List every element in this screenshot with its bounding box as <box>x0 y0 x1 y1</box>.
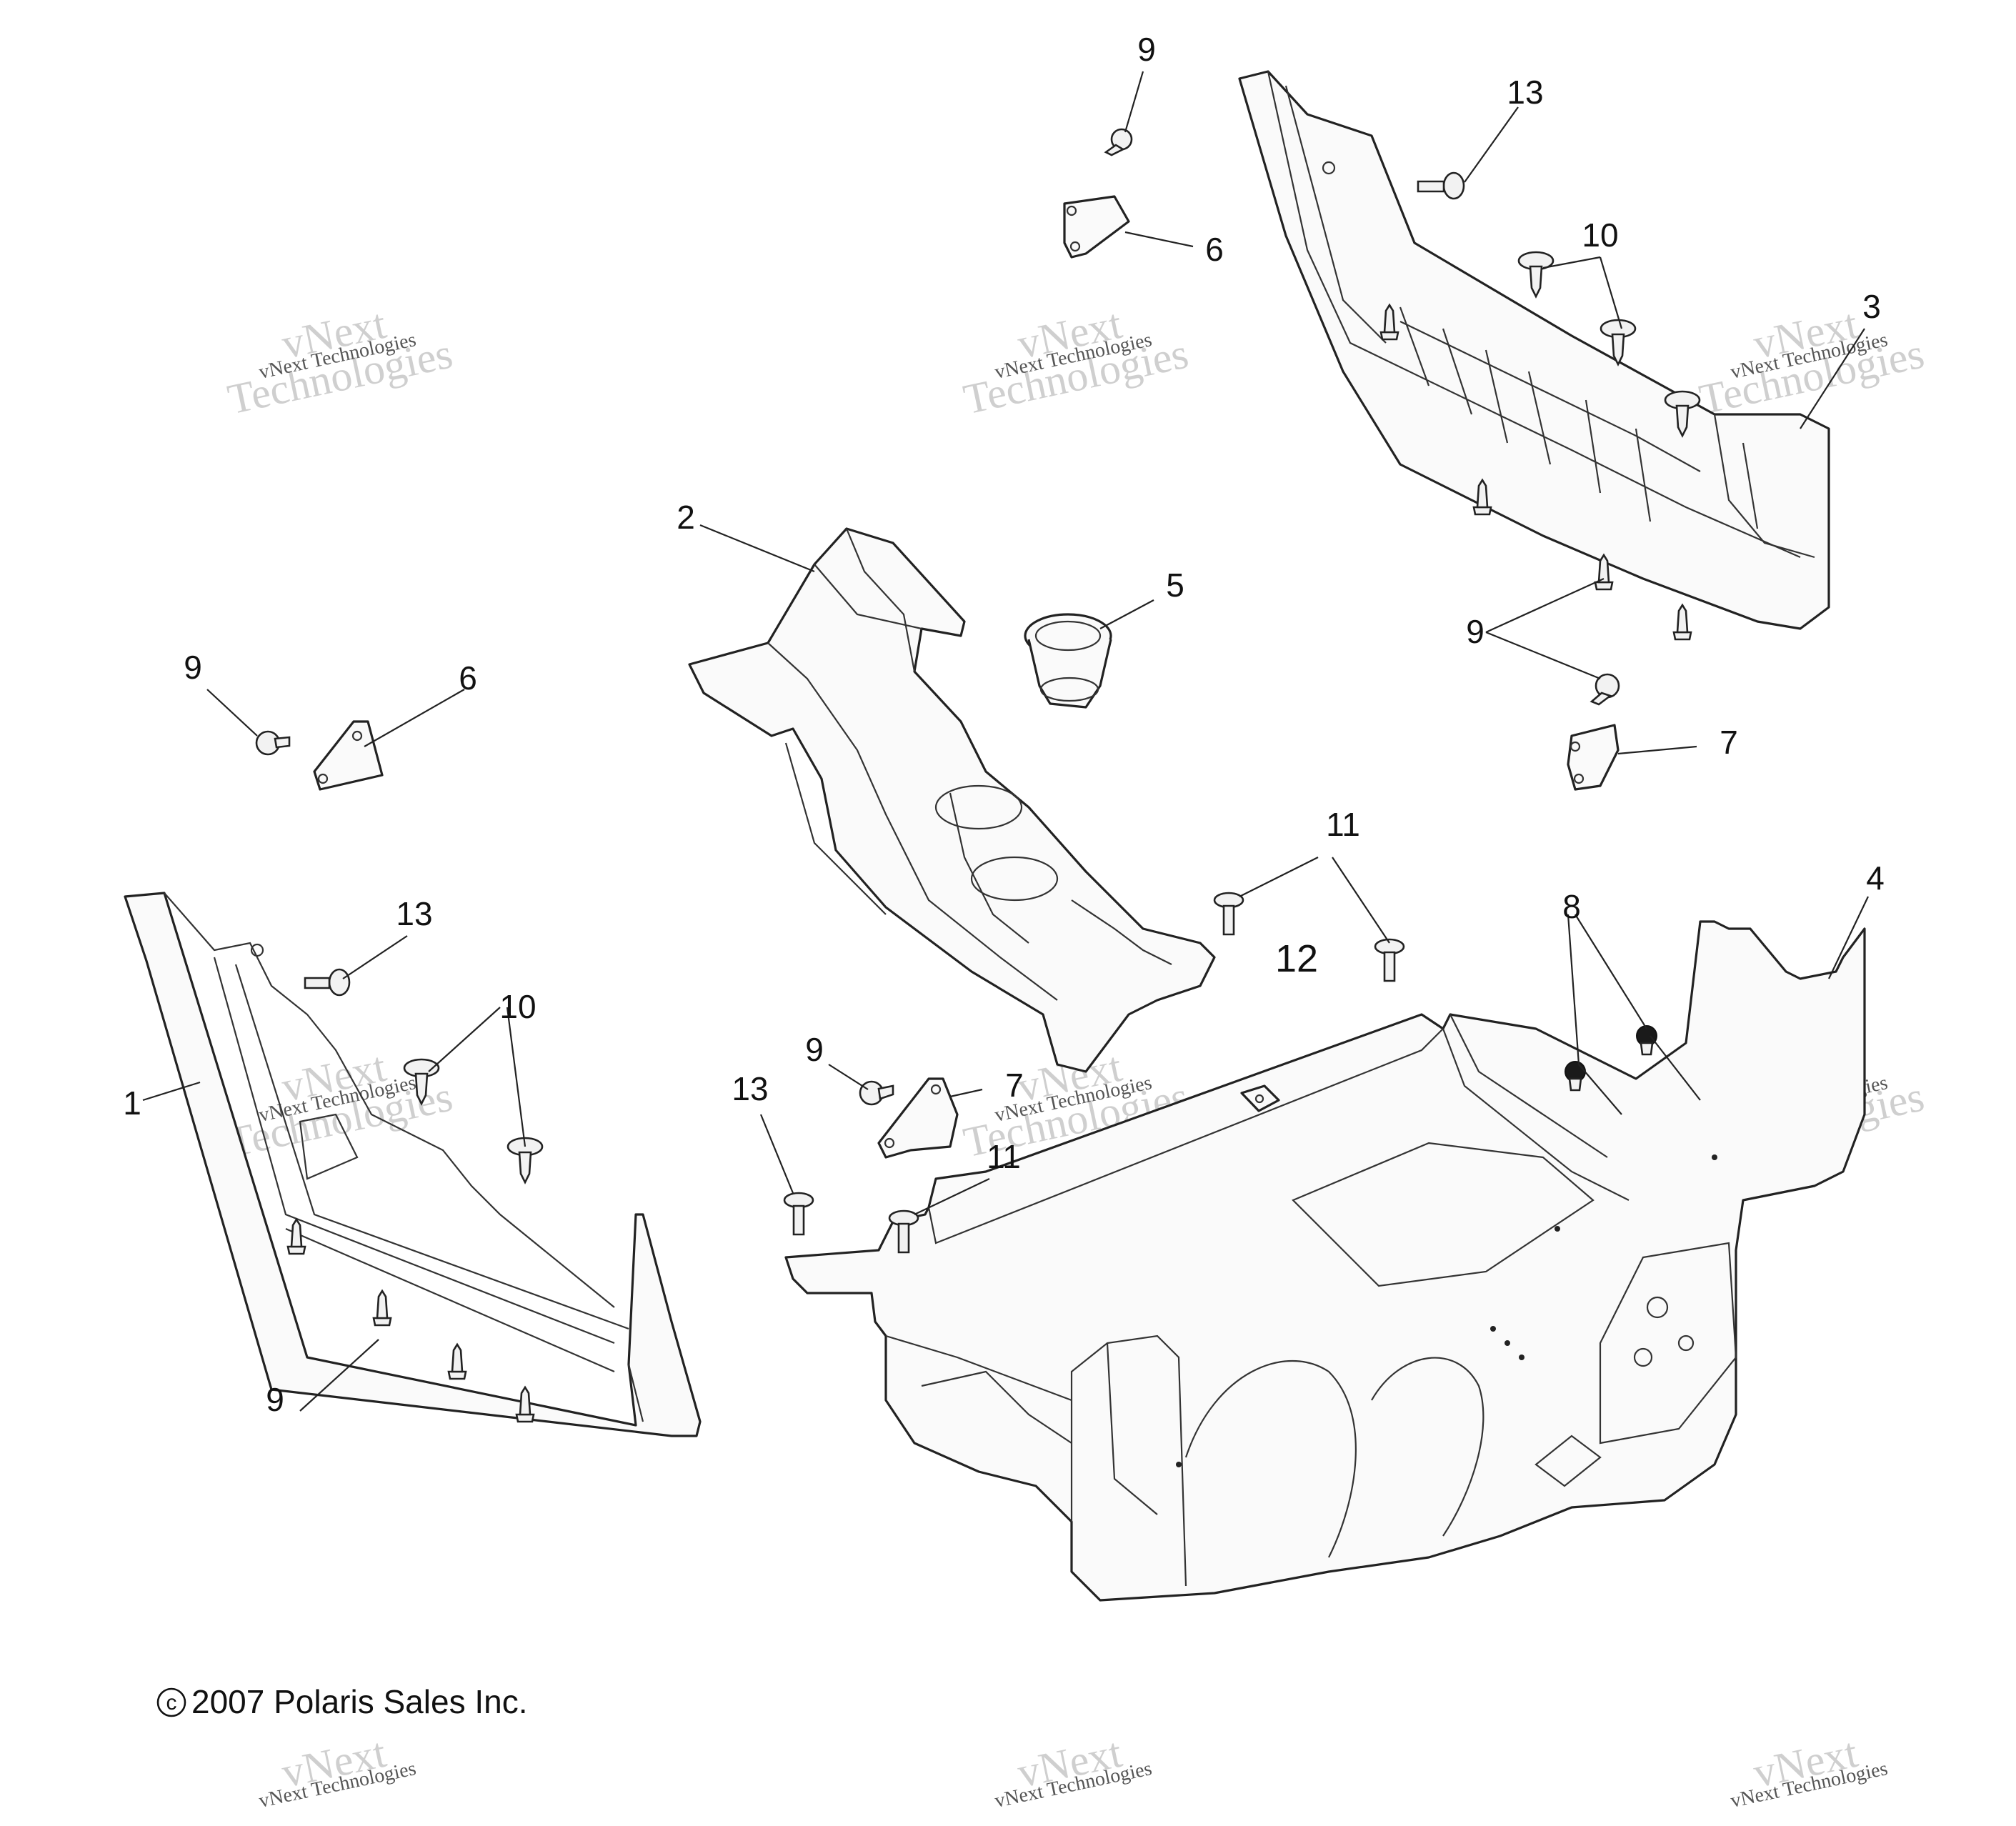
copyright-symbol: c <box>166 1691 177 1715</box>
callout-7: 7 <box>1720 724 1738 761</box>
part-12-clip-nut <box>1240 1084 1280 1112</box>
screw-icon <box>1417 171 1465 200</box>
callout-9: 9 <box>266 1381 284 1418</box>
retainer-icon <box>403 1058 440 1106</box>
bracket-7-right <box>1567 724 1620 791</box>
callout-11: 11 <box>1326 806 1360 843</box>
leader-lines <box>142 71 1869 1412</box>
callout-4: 4 <box>1866 859 1885 897</box>
push-rivet-icon <box>1104 128 1133 156</box>
copyright-circle-icon <box>156 1687 186 1717</box>
callout-10: 10 <box>1582 216 1618 254</box>
push-rivet-icon <box>372 1289 392 1327</box>
retainer-icon <box>1664 390 1701 438</box>
part-5-cup-insert <box>1024 613 1112 709</box>
part-4-floor-tub <box>784 920 1866 1602</box>
plug-icon <box>1213 892 1244 936</box>
copyright-text: 2007 Polaris Sales Inc. <box>191 1683 528 1720</box>
push-rivet-icon <box>1672 603 1692 641</box>
push-rivet-icon <box>255 730 291 756</box>
plug-icon <box>888 1209 919 1254</box>
callout-9: 9 <box>1466 613 1484 650</box>
callout-6: 6 <box>1205 231 1224 268</box>
callout-9: 9 <box>184 649 202 686</box>
bracket-7-center <box>877 1077 959 1159</box>
copyright-notice: c 2007 Polaris Sales Inc. <box>156 1683 528 1720</box>
callout-2: 2 <box>677 499 695 536</box>
retainer-icon <box>1517 251 1555 299</box>
callout-9: 9 <box>805 1031 824 1068</box>
callout-10: 10 <box>499 988 536 1025</box>
callout-13: 13 <box>396 895 432 932</box>
part-3-right-side-panel <box>1238 70 1830 630</box>
grommet-icon <box>1636 1025 1657 1056</box>
callout-6: 6 <box>459 659 477 697</box>
callout-11: 11 <box>987 1138 1021 1175</box>
push-rivet-icon <box>1590 673 1620 706</box>
callout-13: 13 <box>1507 74 1543 111</box>
callout-9: 9 <box>1137 31 1156 68</box>
callout-13: 13 <box>732 1070 768 1107</box>
retainer-icon <box>1600 319 1637 366</box>
bracket-6-left <box>313 720 384 791</box>
callouts: 9 13 10 6 3 2 5 9 6 9 7 11 4 8 13 12 10 … <box>123 31 1885 1418</box>
callout-1: 1 <box>123 1084 141 1122</box>
push-rivet-icon <box>447 1342 467 1380</box>
bracket-6-top <box>1063 195 1130 259</box>
push-rivet-icon <box>859 1080 894 1106</box>
callout-12: 12 <box>1275 937 1318 980</box>
callout-5: 5 <box>1166 567 1184 604</box>
push-rivet-icon <box>1379 303 1399 341</box>
callout-3: 3 <box>1862 288 1881 325</box>
callout-8: 8 <box>1562 888 1581 925</box>
plug-icon <box>1374 938 1405 982</box>
screw-icon <box>304 968 351 997</box>
part-2-center-console <box>688 527 1216 1073</box>
screw-icon <box>783 1192 814 1236</box>
callout-7: 7 <box>1005 1067 1024 1104</box>
push-rivet-icon <box>286 1217 306 1255</box>
part-1-left-side-panel <box>124 892 702 1437</box>
push-rivet-icon <box>1594 553 1614 591</box>
push-rivet-icon <box>1472 478 1492 516</box>
push-rivet-icon <box>515 1385 535 1423</box>
